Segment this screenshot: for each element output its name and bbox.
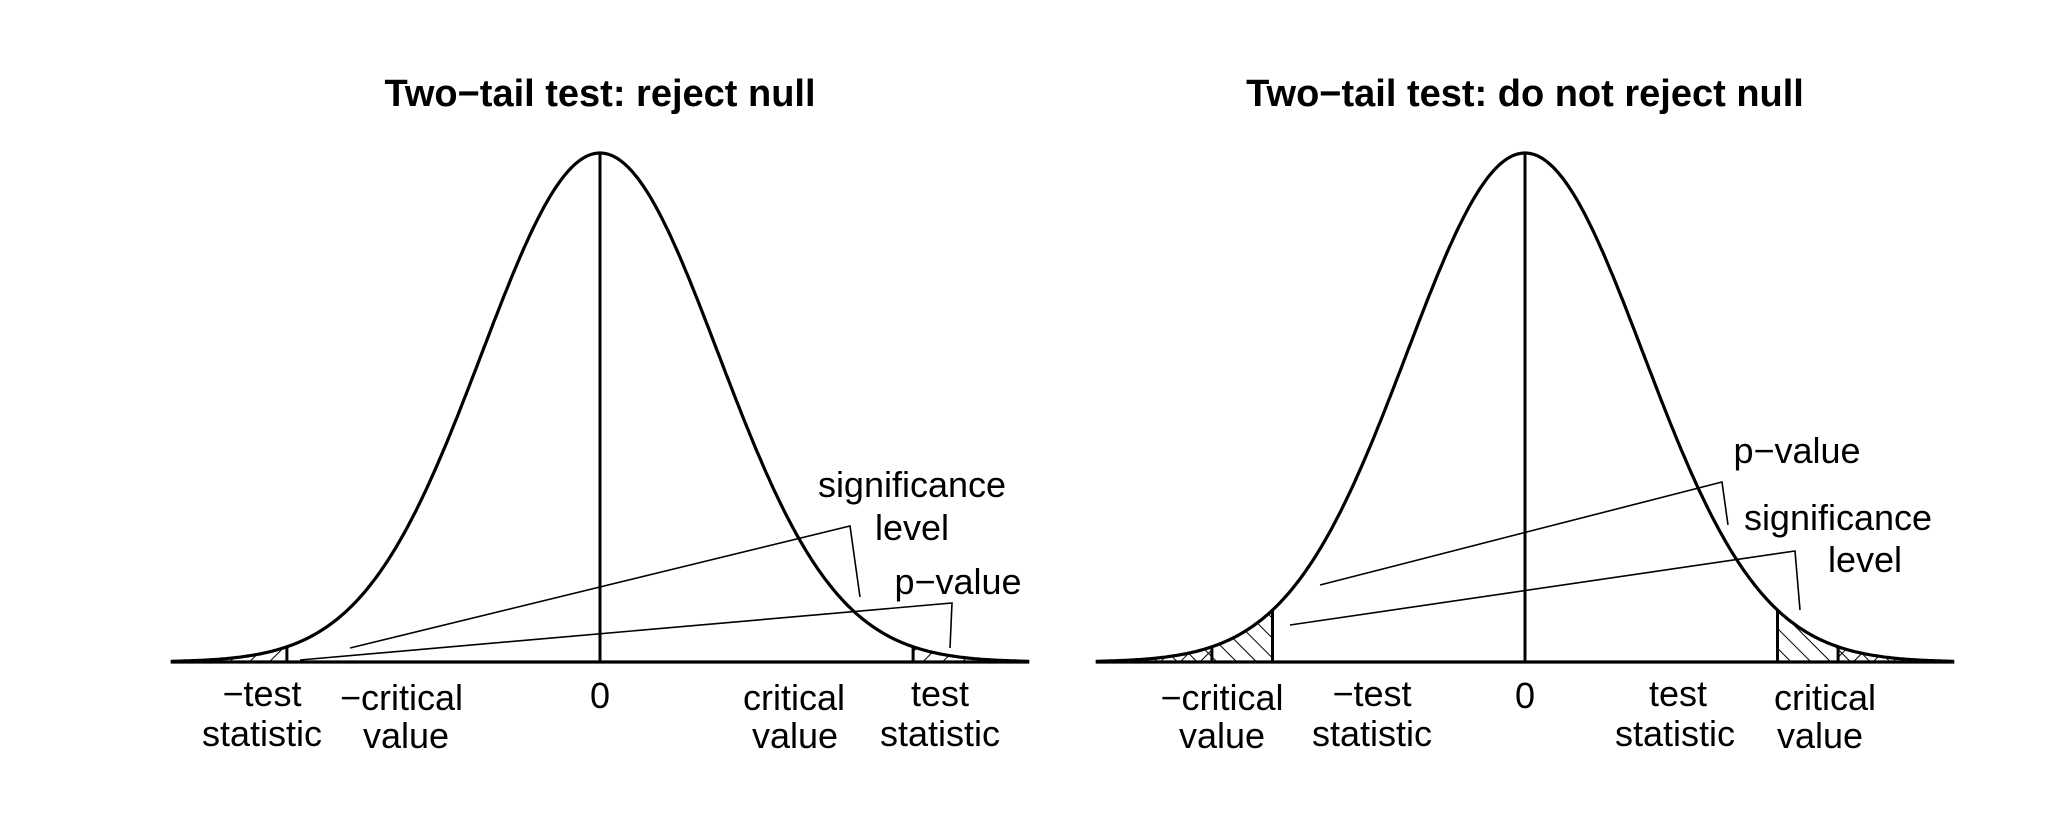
x-tick-label-right-outer-line2: statistic bbox=[880, 713, 1000, 754]
pvalue-label: p−value bbox=[894, 561, 1021, 602]
tail-region-left-outer bbox=[1095, 646, 1212, 662]
x-tick-label-right-inner: test bbox=[1649, 673, 1707, 714]
x-tick-label-right-outer-line2: value bbox=[1777, 715, 1863, 756]
significance-level-label: significance bbox=[1744, 497, 1932, 538]
significance-level-label: significance bbox=[818, 464, 1006, 505]
x-tick-label-left-inner: −test bbox=[1332, 673, 1411, 714]
x-tick-label-left-outer: −critical bbox=[1160, 677, 1283, 718]
panel-title: Two−tail test: reject null bbox=[384, 73, 815, 115]
x-tick-label-left-inner-line2: statistic bbox=[1312, 713, 1432, 754]
pvalue-leader-line bbox=[1319, 481, 1729, 586]
x-tick-label-right-inner-line2: statistic bbox=[1615, 713, 1735, 754]
x-tick-label-right-outer: test bbox=[911, 673, 969, 714]
panel-reject-null: Two−tail test: reject null significance … bbox=[170, 73, 1030, 756]
tail-region-right-outer bbox=[1838, 646, 1955, 662]
pvalue-leader-line bbox=[299, 602, 953, 661]
significance-level-label-line2: level bbox=[1828, 539, 1902, 580]
panel-do-not-reject-null: Two−tail test: do not reject null p−valu… bbox=[1095, 73, 1955, 756]
x-tick-label-right-inner-line2: value bbox=[752, 715, 838, 756]
hatched-area bbox=[1095, 646, 1212, 662]
x-tick-label-center: 0 bbox=[590, 675, 610, 716]
x-tick-label-left-outer-line2: value bbox=[1179, 715, 1265, 756]
x-tick-label-left-inner-line2: value bbox=[363, 715, 449, 756]
x-tick-label-left-inner: −critical bbox=[340, 677, 463, 718]
hatched-area bbox=[1838, 646, 1955, 662]
panel-title: Two−tail test: do not reject null bbox=[1246, 73, 1804, 115]
x-tick-label-left-outer: −test bbox=[222, 673, 301, 714]
significance-leader-line bbox=[1289, 550, 1801, 626]
x-tick-label-center: 0 bbox=[1515, 675, 1535, 716]
x-tick-label-left-outer-line2: statistic bbox=[202, 713, 322, 754]
significance-level-label-line2: level bbox=[875, 507, 949, 548]
x-tick-label-right-inner: critical bbox=[743, 677, 845, 718]
x-tick-label-right-outer: critical bbox=[1774, 677, 1876, 718]
pvalue-label: p−value bbox=[1733, 430, 1860, 471]
significance-leader-line bbox=[349, 525, 861, 649]
